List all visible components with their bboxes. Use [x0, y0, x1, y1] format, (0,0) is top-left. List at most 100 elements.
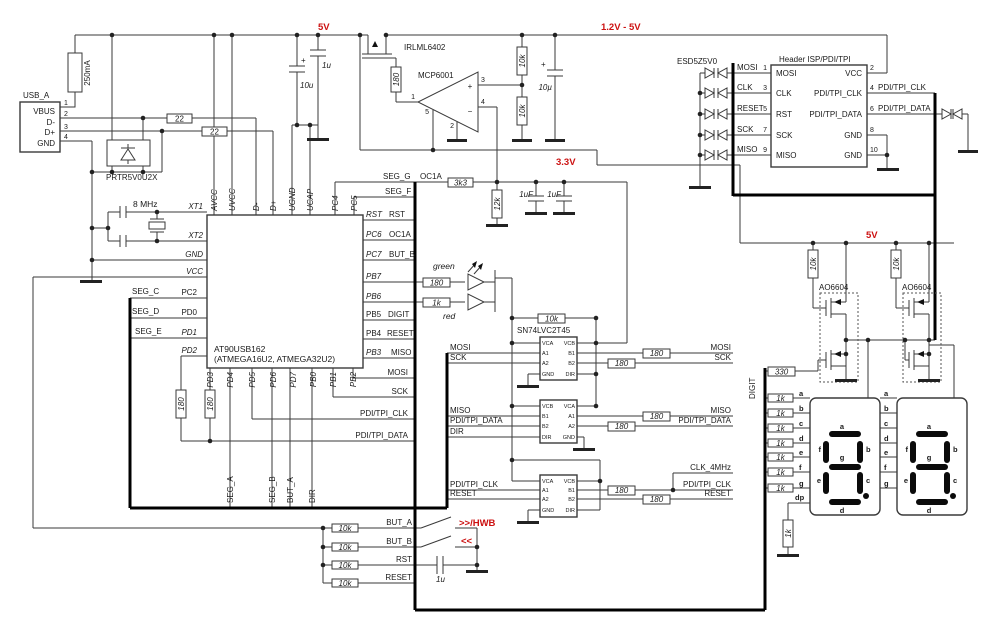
- esd-diode: [704, 67, 728, 79]
- esd-diode: [704, 129, 728, 141]
- mcu-pin: XT1: [187, 202, 203, 211]
- net-label: RST: [389, 210, 405, 219]
- component-layer: [19, 41, 978, 588]
- resistor-10k-drv2: [890, 249, 902, 279]
- usb-title: USB_A: [23, 91, 50, 100]
- resistor-value: 180: [392, 72, 401, 86]
- seg-label: a: [840, 422, 845, 431]
- driver-part: AO6604: [819, 283, 849, 292]
- shifter-pin: A2: [542, 361, 549, 367]
- esd-part: ESD5Z5V0: [677, 57, 718, 66]
- resistor-180-pd3: [204, 389, 216, 419]
- shifter-pin: A1: [542, 488, 549, 494]
- mcu-pin: PD4: [226, 371, 235, 387]
- header-pin-number: 7: [763, 127, 767, 134]
- mcu-pin: GND: [185, 250, 203, 259]
- opamp-pin-number: 5: [425, 109, 429, 116]
- shifter-pin: DIR: [566, 372, 576, 378]
- net-label: SCK: [715, 353, 732, 362]
- shifter-pin: DIR: [542, 435, 552, 441]
- resistor-10k-buta: [331, 523, 359, 533]
- seg-label: d: [927, 506, 932, 515]
- net-label: RESET: [737, 104, 764, 113]
- resistor-value: 180: [615, 422, 629, 431]
- resistor-value: 180: [615, 486, 629, 495]
- usb-pin-number: 1: [64, 100, 68, 107]
- resistor-10k-rst: [331, 560, 359, 570]
- esd-diode-data: [941, 108, 963, 120]
- resistor-value: 12k: [493, 197, 502, 211]
- net-label: SEG_A: [226, 476, 235, 503]
- header-pin-number: 3: [763, 85, 767, 92]
- resistor-180-clk: [607, 485, 636, 496]
- usb-esd-diode: [121, 144, 135, 164]
- mcu-pin: PB6: [366, 292, 382, 301]
- resistor-value: 180: [177, 397, 186, 411]
- header-pin: GND: [844, 131, 862, 140]
- resistor-10k-reset: [331, 578, 359, 588]
- resistor-3k3: [447, 177, 474, 188]
- mcu-pin: PD7: [289, 371, 298, 387]
- cap-value: 1uF: [547, 190, 562, 199]
- shifter-pin: A1: [568, 414, 575, 420]
- resistor-value: 180: [650, 412, 664, 421]
- seg-pin-letter: b: [884, 404, 889, 413]
- net-label: MISO: [391, 348, 411, 357]
- led-red-label: red: [443, 311, 456, 321]
- resistor-value: 1k: [776, 468, 785, 477]
- header-pin-number: 2: [870, 65, 874, 72]
- mcu-pin: PB1: [329, 372, 338, 387]
- seg-pin-letter: d: [799, 434, 804, 443]
- usb-esd-diode-triangle: [120, 148, 136, 161]
- seg-pin-letter: a: [884, 389, 889, 398]
- shifter-pin: GND: [542, 372, 554, 378]
- shifter-pin: VCA: [564, 404, 576, 410]
- net-label: RESET: [387, 329, 414, 338]
- cap-value: 10u: [300, 81, 314, 90]
- header-pin: VCC: [845, 69, 862, 78]
- mcu-pin: PB0: [309, 371, 318, 387]
- wire-layer: [32, 34, 969, 584]
- resistor-22-dplus: [201, 126, 228, 137]
- header-pin: RST: [776, 110, 792, 119]
- resistor-value: 10k: [892, 257, 901, 271]
- net-label: RST: [396, 555, 412, 564]
- resistor-value: 330: [775, 368, 789, 377]
- header-pin: MISO: [776, 151, 796, 160]
- resistor-180-gate: [390, 66, 402, 93]
- resistor-value: 22: [210, 128, 219, 137]
- mcu-alt-names: (ATMEGA16U2, ATMEGA32U2): [214, 354, 335, 364]
- net-label: SEG_E: [135, 327, 162, 336]
- resistor-1k-b: [767, 408, 794, 418]
- led-arrow-2: [478, 263, 483, 270]
- header-pin-number: 8: [870, 127, 874, 134]
- shifter-box-2: [539, 399, 578, 444]
- header-pin: MOSI: [776, 69, 796, 78]
- header-pin-number: 4: [870, 85, 874, 92]
- seg-label: g: [927, 453, 932, 462]
- seg-pin-letter: e: [884, 448, 888, 457]
- bus-layer: [128, 63, 937, 612]
- net-label: DIGIT: [388, 310, 409, 319]
- resistor-value: 180: [206, 397, 215, 411]
- mcu-pin: AVCC: [210, 189, 219, 212]
- usb-pin-number: 3: [64, 124, 68, 131]
- pmos-symbols: [825, 298, 924, 370]
- net-label: BUT_B: [386, 537, 412, 546]
- resistor-value: 10k: [339, 524, 353, 533]
- resistor-330-digit: [767, 366, 796, 377]
- shifter-pin: VCA: [542, 479, 554, 485]
- shifter-box-3: [539, 474, 578, 518]
- mcu-pin: PD6: [269, 371, 278, 387]
- usb-pin-number: 2: [64, 111, 68, 118]
- resistor-10k-div2: [516, 96, 528, 126]
- seg-label: a: [927, 422, 932, 431]
- seg-pin-letter: e: [799, 448, 803, 457]
- resistor-value: 10k: [518, 54, 527, 68]
- usb-connector-box: [19, 101, 61, 153]
- mcu-pin: UVCC: [228, 188, 237, 211]
- resistor-1k-a: [767, 393, 794, 403]
- resistor-value: 10k: [809, 257, 818, 271]
- shifter-pin: DIR: [566, 508, 576, 514]
- resistor-value: 10k: [339, 579, 353, 588]
